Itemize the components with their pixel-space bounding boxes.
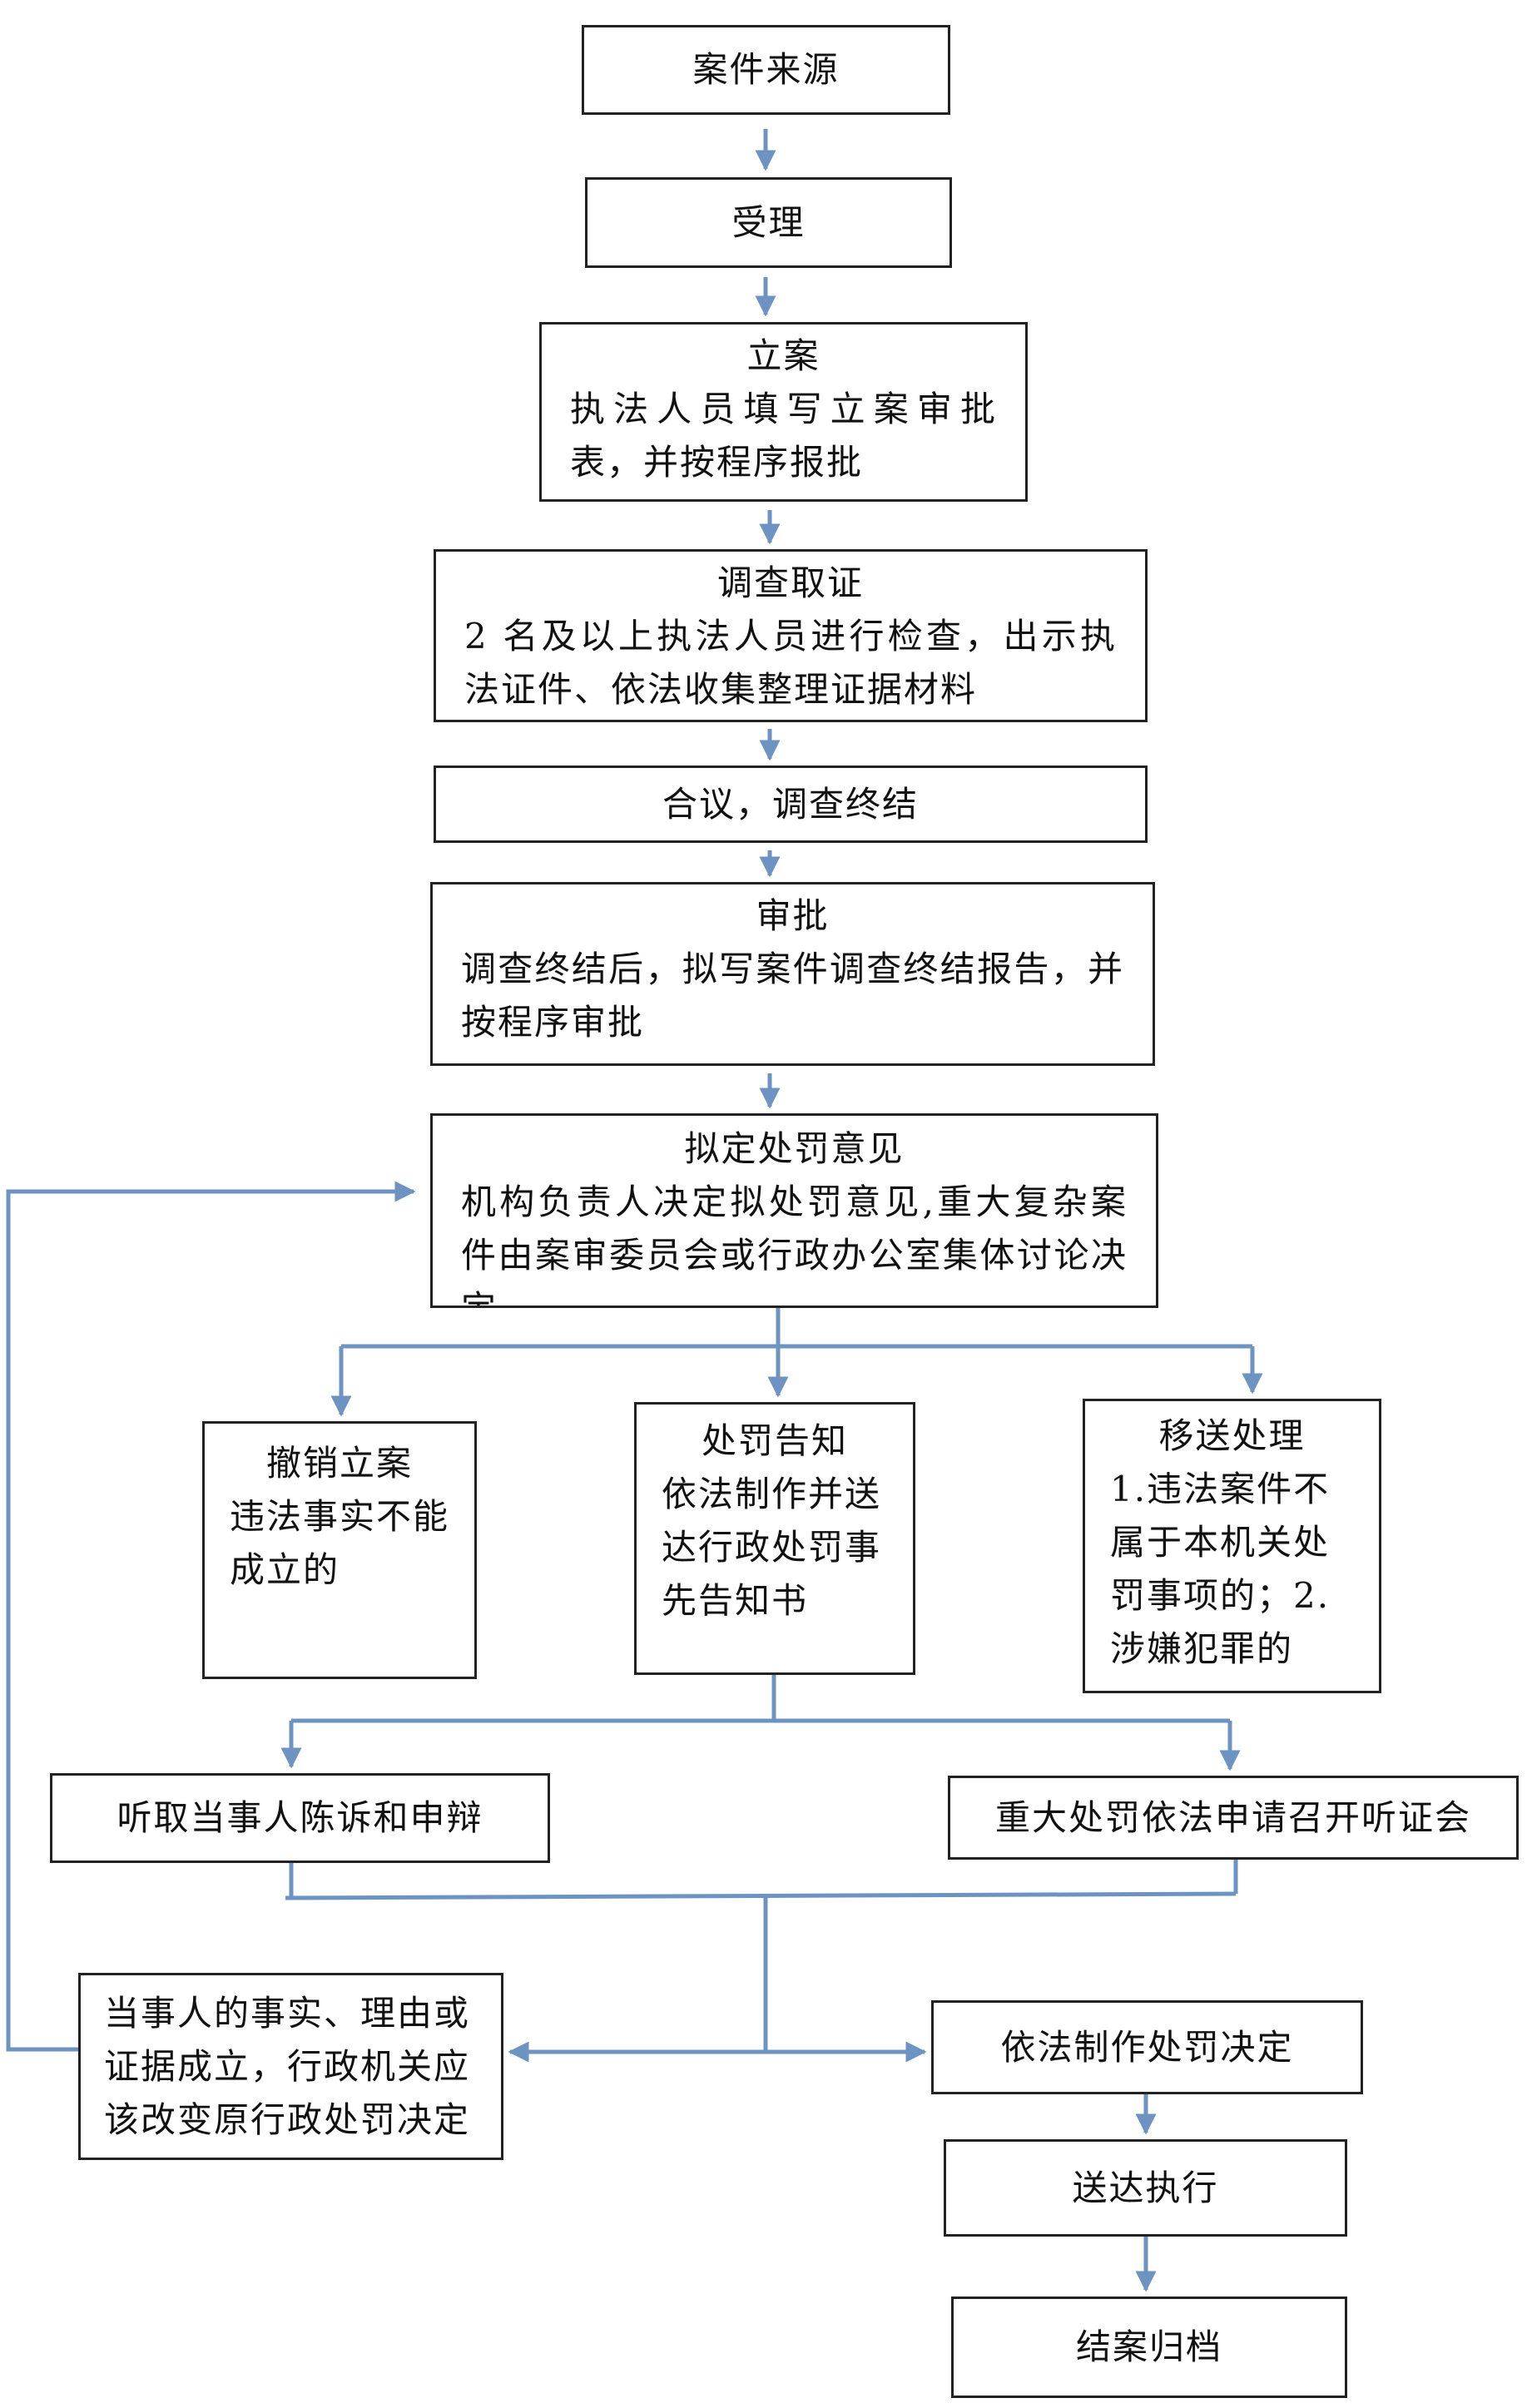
node-investigate-title: 调查取证 [716, 562, 864, 603]
node-transfer-body: 1.违法案件不属于本机关处罚事项的；2.涉嫌犯罪的 [1110, 1469, 1331, 1669]
node-notice-title: 处罚告知 [701, 1420, 848, 1461]
node-change-decision: 当事人的事实、理由或证据成立，行政机关应该改变原行政处罚决定 [78, 1973, 503, 2160]
node-accept: 受理 [585, 177, 952, 268]
node-register-title: 立案 [746, 335, 821, 376]
node-notice: 处罚告知 依法制作并送达行政处罚事先告知书 [634, 1402, 915, 1675]
node-approval: 审批 调查终结后，拟写案件调查终结报告，并按程序审批 [430, 882, 1155, 1066]
node-change-decision-body: 当事人的事实、理由或证据成立，行政机关应该改变原行政处罚决定 [104, 1993, 471, 2140]
node-revoke-body: 违法事实不能成立的 [230, 1496, 450, 1590]
node-deliberation-title: 合议，调查终结 [662, 783, 919, 825]
node-transfer-title: 移送处理 [1158, 1415, 1306, 1456]
node-proposed-penalty-title: 拟定处罚意见 [684, 1128, 905, 1169]
node-revoke-title: 撤销立案 [265, 1443, 413, 1484]
feedback-loop [6, 1181, 416, 2052]
node-archive-title: 结案归档 [1075, 2326, 1222, 2367]
node-transfer: 移送处理 1.违法案件不属于本机关处罚事项的；2.涉嫌犯罪的 [1083, 1399, 1381, 1693]
node-hear-statement: 听取当事人陈诉和申辩 [50, 1773, 550, 1863]
node-approval-body: 调查终结后，拟写案件调查终结报告，并按程序审批 [461, 949, 1124, 1043]
node-deliberation: 合议，调查终结 [434, 766, 1148, 843]
node-approval-title: 审批 [756, 895, 830, 936]
node-investigate: 调查取证 2 名及以上执法人员进行检查，出示执法证件、依法收集整理证据材料 [434, 549, 1148, 722]
node-hear-statement-title: 听取当事人陈诉和申辩 [117, 1797, 483, 1838]
node-proposed-penalty: 拟定处罚意见 机构负责人决定拟处罚意见,重大复杂案件由案审委员会或行政办公室集体… [430, 1113, 1158, 1308]
node-revoke: 撤销立案 违法事实不能成立的 [202, 1421, 477, 1679]
node-make-decision: 依法制作处罚决定 [931, 2000, 1363, 2094]
node-archive: 结案归档 [951, 2297, 1347, 2398]
node-case-source: 案件来源 [582, 25, 950, 115]
merge-horizontal [285, 1891, 1237, 1900]
node-register-body: 执法人员填写立案审批表，并按程序报批 [570, 389, 997, 483]
node-investigate-body: 2 名及以上执法人员进行检查，出示执法证件、依法收集整理证据材料 [464, 616, 1117, 710]
node-hearing: 重大处罚依法申请召开听证会 [948, 1776, 1519, 1860]
node-deliver-title: 送达执行 [1072, 2167, 1219, 2208]
node-proposed-penalty-body: 机构负责人决定拟处罚意见,重大复杂案件由案审委员会或行政办公室集体讨论决定 [461, 1182, 1128, 1306]
node-hearing-title: 重大处罚依法申请召开听证会 [994, 1796, 1471, 1838]
node-register: 立案 执法人员填写立案审批表，并按程序报批 [539, 322, 1028, 502]
node-deliver: 送达执行 [944, 2139, 1347, 2237]
node-accept-title: 受理 [731, 201, 806, 243]
node-notice-body: 依法制作并送达行政处罚事先告知书 [662, 1474, 882, 1621]
node-make-decision-title: 依法制作处罚决定 [1000, 2026, 1294, 2068]
node-case-source-title: 案件来源 [692, 49, 840, 90]
